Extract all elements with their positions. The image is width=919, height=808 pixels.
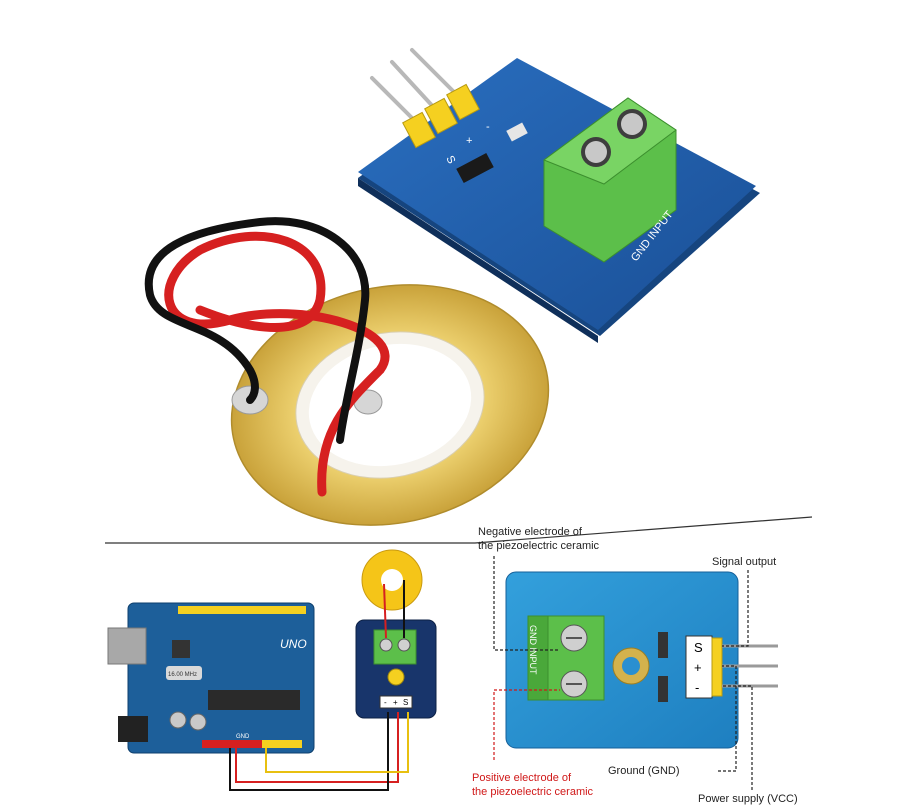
- divider-line: [105, 516, 813, 544]
- top-module: S + - GND INPUT: [358, 48, 760, 343]
- callout-negative-line1: Negative electrode of: [478, 526, 582, 538]
- wire-signal-yellow: [265, 712, 409, 773]
- piezo-disc: [230, 284, 550, 526]
- callout-signal: Signal output: [712, 556, 777, 568]
- led: [506, 122, 528, 142]
- wire-vcc-red: [235, 712, 399, 783]
- header-pins: [370, 48, 462, 126]
- callout-negative-line2: the piezoelectric ceramic: [478, 540, 600, 552]
- terminal-block: [542, 97, 677, 263]
- module-pin-plus: +: [393, 698, 398, 707]
- callout-power: Power supply (VCC): [698, 793, 798, 805]
- wire-gnd-black: [229, 712, 389, 791]
- labeled-module: GND INPUT S + -: [505, 571, 778, 749]
- callout-ground: Ground (GND): [608, 765, 680, 777]
- arduino-brand: UNO: [280, 637, 307, 651]
- arduino-board: 16.00 MHz UNO GND: [107, 602, 315, 754]
- diode: [456, 152, 494, 184]
- callout-line-ground: [718, 665, 737, 772]
- callout-line-negative: [493, 556, 560, 651]
- top-photo: S + - GND INPUT: [144, 48, 760, 526]
- crystal-label: 16.00 MHz: [168, 672, 197, 678]
- wiring-diagram: 16.00 MHz UNO GND - + S: [107, 549, 437, 791]
- wire-red: [164, 231, 390, 497]
- pin-label-minus: -: [486, 121, 490, 133]
- callout-line-positive: [493, 689, 560, 760]
- callout-positive-line1: Positive electrode of: [472, 772, 572, 784]
- callout-positive-line2: the piezoelectric ceramic: [472, 786, 594, 798]
- callout-lines: [493, 556, 753, 790]
- header-label: GND: [236, 734, 250, 740]
- header-yellow: [402, 83, 480, 149]
- pin-label-plus: +: [466, 135, 472, 147]
- wiring-piezo: [361, 549, 423, 639]
- wiring-module: - + S: [355, 619, 437, 719]
- pin-plus: +: [694, 660, 702, 675]
- pin-minus: -: [695, 680, 699, 695]
- module-pin-minus: -: [384, 698, 387, 707]
- wire-black: [144, 217, 370, 444]
- module-pin-s: S: [403, 698, 408, 707]
- pin-s: S: [694, 640, 703, 655]
- callout-line-signal: [722, 570, 749, 647]
